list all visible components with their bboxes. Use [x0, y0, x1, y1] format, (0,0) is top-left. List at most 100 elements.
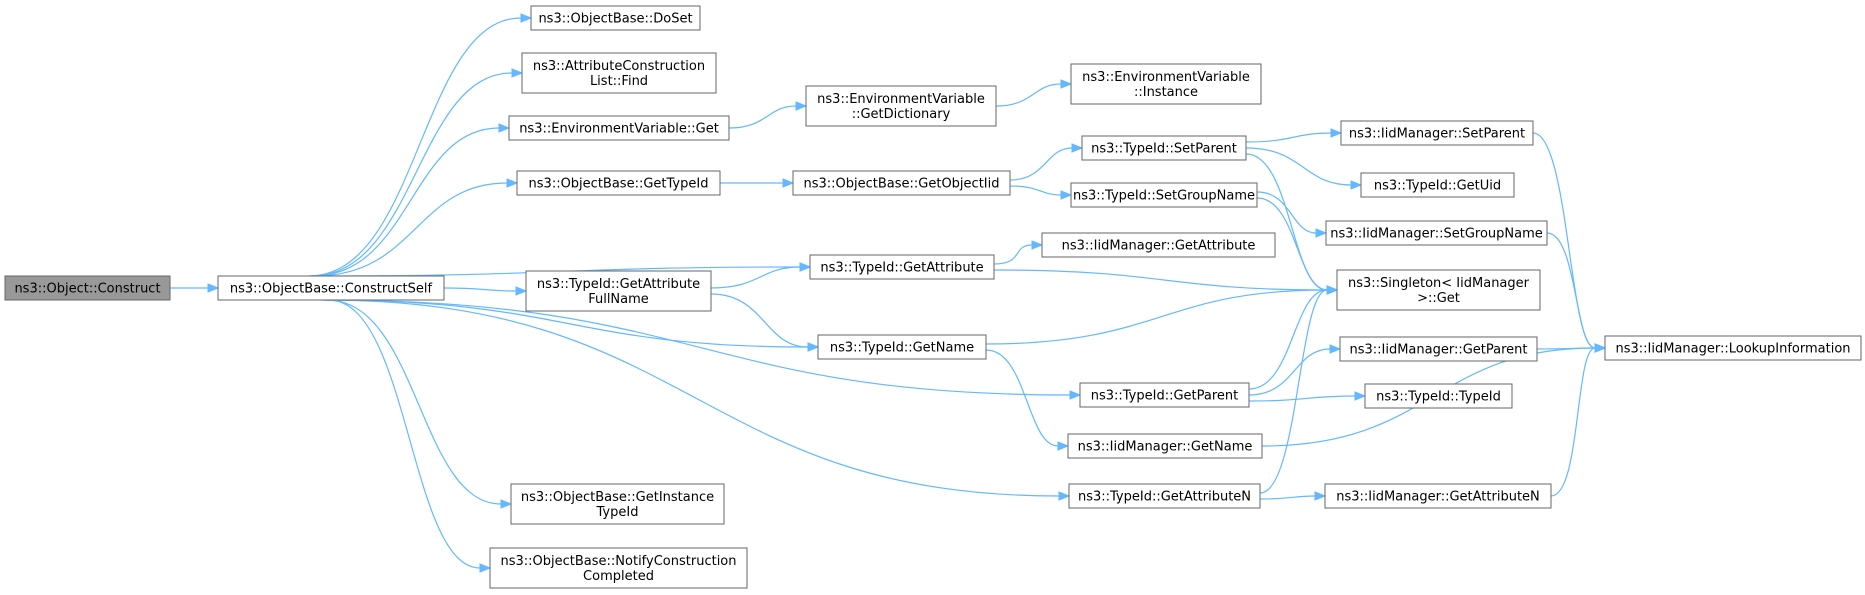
- edge-line: [328, 299, 481, 569]
- arrowhead: [511, 68, 524, 78]
- node-label: ns3::ObjectBase::GetTypeId: [529, 177, 709, 192]
- node-getattributen[interactable]: ns3::TypeId::GetAttributeN: [1068, 483, 1261, 509]
- node-iidgetparent[interactable]: ns3::IidManager::GetParent: [1339, 336, 1538, 362]
- edge-line: [1248, 395, 1356, 402]
- arrowhead: [1350, 180, 1363, 190]
- node-singletonget[interactable]: ns3::Singleton< IidManager>::Get: [1336, 269, 1541, 311]
- function-nodes: ns3::Object::Construct ns3::ObjectBase::C…: [4, 5, 1862, 589]
- node-label: List::Find: [590, 74, 648, 89]
- edge-line: [1546, 232, 1596, 349]
- node-box: [1041, 232, 1276, 258]
- node-box: [1325, 220, 1548, 246]
- node-getobjectiid[interactable]: ns3::ObjectBase::GetObjectIid: [792, 170, 1011, 196]
- edge-setparent-to-singletonget: [1245, 153, 1339, 295]
- edge-line: [995, 83, 1062, 107]
- node-label: FullName: [588, 292, 649, 307]
- node-label: ns3::TypeId::GetAttribute: [537, 277, 700, 292]
- edge-constructself-to-acfind: [310, 68, 524, 277]
- edge-constructself-to-envget: [312, 123, 511, 277]
- node-label: ns3::AttributeConstruction: [533, 59, 705, 74]
- edge-getparent-to-typeidctor: [1248, 391, 1367, 402]
- node-getdict[interactable]: ns3::EnvironmentVariable::GetDictionary: [805, 85, 997, 127]
- edge-constructself-to-gaf: [443, 286, 528, 296]
- node-iidgetname[interactable]: ns3::IidManager::GetName: [1067, 433, 1263, 459]
- node-box: [508, 115, 730, 141]
- edge-line: [1550, 347, 1596, 497]
- node-box: [516, 170, 721, 196]
- node-getuid[interactable]: ns3::TypeId::GetUid: [1360, 172, 1515, 198]
- node-box: [1604, 335, 1862, 361]
- node-box: [1324, 483, 1552, 509]
- node-label: ns3::IidManager::GetAttributeN: [1336, 490, 1540, 505]
- edge-constructself-to-getinstance: [326, 299, 513, 509]
- arrowhead: [1058, 491, 1071, 501]
- edge-getparent-to-singletonget: [1248, 285, 1339, 390]
- node-envinstance[interactable]: ns3::EnvironmentVariable::Instance: [1070, 63, 1262, 105]
- node-label: ::GetDictionary: [852, 107, 951, 122]
- node-label: ::Instance: [1134, 85, 1198, 100]
- node-label: Completed: [583, 569, 654, 584]
- node-getparent[interactable]: ns3::TypeId::GetParent: [1079, 382, 1250, 408]
- arrowhead: [515, 286, 528, 296]
- node-iidgetattributen[interactable]: ns3::IidManager::GetAttributeN: [1324, 483, 1552, 509]
- node-box: [1336, 269, 1541, 311]
- edge-line: [312, 127, 500, 277]
- node-label: ns3::ObjectBase::GetObjectIid: [803, 177, 999, 192]
- arrowhead: [1326, 285, 1339, 295]
- node-label: ns3::IidManager::SetGroupName: [1330, 227, 1543, 242]
- node-box: [805, 85, 997, 127]
- edge-getdict-to-envinstance: [995, 79, 1073, 107]
- node-setparent[interactable]: ns3::TypeId::SetParent: [1081, 135, 1247, 161]
- node-typeidctor[interactable]: ns3::TypeId::TypeId: [1364, 383, 1513, 409]
- edge-line: [308, 17, 522, 277]
- node-lookup[interactable]: ns3::IidManager::LookupInformation: [1604, 335, 1862, 361]
- node-label: ns3::ObjectBase::GetInstance: [521, 490, 714, 505]
- node-iidsetparent[interactable]: ns3::IidManager::SetParent: [1340, 120, 1534, 146]
- node-box: [1079, 382, 1250, 408]
- node-label: ns3::TypeId::GetParent: [1091, 389, 1239, 404]
- edge-line: [1009, 185, 1062, 196]
- node-notify[interactable]: ns3::ObjectBase::NotifyConstructionCompl…: [489, 547, 748, 589]
- arrowhead: [520, 13, 533, 23]
- arrowhead: [1315, 228, 1328, 238]
- edge-iidgetattributen-to-lookup: [1550, 343, 1607, 497]
- edge-gaf-to-getname: [710, 293, 820, 352]
- node-getattribute[interactable]: ns3::TypeId::GetAttribute: [809, 254, 995, 280]
- node-obgettypeid[interactable]: ns3::ObjectBase::GetTypeId: [516, 170, 721, 196]
- node-label: ns3::ObjectBase::NotifyConstruction: [501, 554, 737, 569]
- node-setgroupname[interactable]: ns3::TypeId::SetGroupName: [1070, 182, 1258, 208]
- node-box: [217, 275, 445, 301]
- node-box: [1068, 483, 1261, 509]
- edge-line: [728, 105, 797, 129]
- edge-gaf-to-getattribute: [710, 262, 812, 289]
- edge-line: [710, 293, 809, 348]
- node-label: ns3::Singleton< IidManager: [1348, 276, 1530, 291]
- node-label: ns3::IidManager::SetParent: [1349, 127, 1525, 142]
- arrowhead: [1329, 344, 1342, 354]
- node-getname[interactable]: ns3::TypeId::GetName: [817, 334, 987, 360]
- node-box: [1340, 120, 1534, 146]
- edge-line: [1245, 147, 1352, 186]
- edge-line: [443, 287, 517, 292]
- node-iidgetattribute[interactable]: ns3::IidManager::GetAttribute: [1041, 232, 1276, 258]
- node-box: [1070, 63, 1262, 105]
- node-box: [521, 52, 717, 94]
- node-doset[interactable]: ns3::ObjectBase::DoSet: [530, 5, 701, 31]
- node-constructself[interactable]: ns3::ObjectBase::ConstructSelf: [217, 275, 445, 301]
- node-box: [1081, 135, 1247, 161]
- node-envget[interactable]: ns3::EnvironmentVariable::Get: [508, 115, 730, 141]
- edge-line: [322, 299, 1071, 396]
- edge-line: [993, 269, 1328, 291]
- node-box: [817, 334, 987, 360]
- edge-getname-to-iidgetname: [985, 349, 1070, 451]
- node-construct[interactable]: ns3::Object::Construct: [4, 275, 171, 301]
- node-label: ns3::EnvironmentVariable: [817, 92, 985, 107]
- edge-setgroupname-to-iidsetgroupname: [1256, 191, 1328, 238]
- arrowhead: [1071, 143, 1084, 153]
- node-iidsetgroupname[interactable]: ns3::IidManager::SetGroupName: [1325, 220, 1548, 246]
- node-box: [1067, 433, 1263, 459]
